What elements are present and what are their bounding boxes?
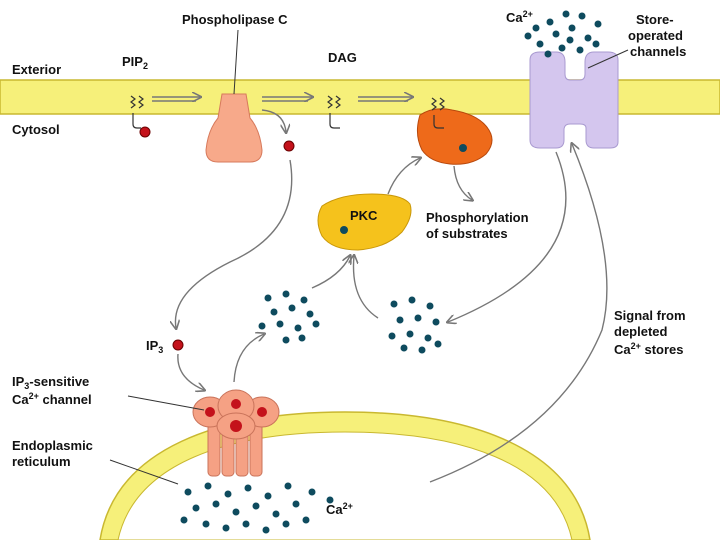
arrow-ca-to-pkc: [311, 256, 350, 289]
ca-exterior-dots: [524, 10, 602, 58]
dag-lipid: [327, 95, 341, 129]
label-dag: DAG: [328, 50, 357, 65]
label-phosphorylation-1: Phosphorylation: [426, 210, 529, 225]
leader-er: [109, 459, 179, 485]
label-pkc: PKC: [350, 208, 378, 223]
arrow-plc-to-ip3: [261, 109, 286, 132]
arrow-ip3-diffusion: [175, 159, 293, 328]
pip2-lipid: [130, 95, 151, 138]
arrow-phosphorylation: [453, 165, 472, 200]
label-ip3-channel-2: Ca2+ channel: [12, 391, 92, 407]
arrow-store-influx: [448, 151, 567, 322]
ca-in-pkc: [340, 226, 348, 234]
label-store-operated-2: operated: [628, 28, 683, 43]
pkc-enzyme: [317, 193, 412, 251]
label-er-1: Endoplasmic: [12, 438, 93, 453]
label-exterior: Exterior: [12, 62, 61, 77]
label-pip2: PIP2: [122, 54, 148, 71]
dag-lipid-in-complex: [431, 97, 445, 129]
label-store-operated-1: Store-: [636, 12, 674, 27]
label-ip3: IP3: [146, 338, 163, 355]
label-phospholipase-c: Phospholipase C: [182, 12, 288, 27]
label-ca-er: Ca2+: [326, 501, 353, 517]
leader-plc: [233, 29, 239, 95]
leader-ip3-channel: [127, 395, 205, 411]
arrow-ca-release: [233, 334, 264, 383]
ca-cytosol-cluster-left: [258, 290, 320, 344]
membrane-arrows: [152, 97, 412, 101]
label-signal-1: Signal from: [614, 308, 686, 323]
phospholipase-c: [205, 93, 263, 163]
label-phosphorylation-2: of substrates: [426, 226, 508, 241]
label-er-2: reticulum: [12, 454, 71, 469]
arrow-ca-to-pkc-2: [354, 256, 379, 319]
label-store-operated-3: channels: [630, 44, 686, 59]
arrow-depleted-signal: [429, 144, 608, 483]
store-operated-channel: [529, 51, 619, 149]
arrow-pkc-to-membrane: [387, 158, 420, 195]
label-signal-2: depleted: [614, 324, 668, 339]
leader-store-channel: [587, 49, 629, 69]
ca-in-complex: [459, 144, 467, 152]
ca-cytosol-cluster-right: [388, 296, 442, 354]
ip3-released: [283, 140, 295, 152]
label-ca-exterior: Ca2+: [506, 9, 533, 25]
ip3-dot: [172, 339, 184, 351]
arrow-ip3-to-channel: [177, 353, 204, 390]
ip3-sensitive-channel: [192, 389, 280, 477]
label-signal-3: Ca2+ stores: [614, 341, 684, 357]
label-cytosol: Cytosol: [12, 122, 60, 137]
dag-pkc-complex: [416, 108, 493, 165]
ca-er-lumen-dots: [180, 482, 334, 534]
label-ip3-channel-1: IP3-sensitive: [12, 374, 89, 391]
